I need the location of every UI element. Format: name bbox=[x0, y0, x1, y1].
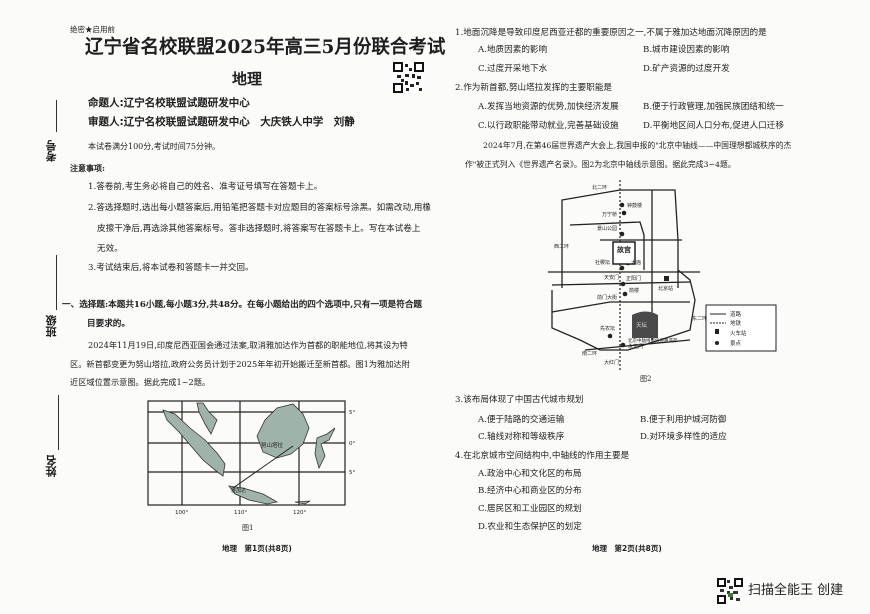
q3-option-b[interactable]: B.便于利用护城河防御 bbox=[640, 415, 727, 425]
note-2-cont: 皮擦干净后,再选涂其他答案标号。答非选择题时,将答案写在答题卡上。写在本试卷上 bbox=[97, 224, 421, 234]
jianlou-label: 箭楼 bbox=[629, 287, 639, 294]
page-2-footer: 地理 第2页(共8页) bbox=[592, 544, 662, 553]
legend-scenic: 景点 bbox=[730, 340, 742, 347]
setter: 命题人:辽宁名校联盟试题研发中心 bbox=[88, 97, 250, 109]
taimiao-label: 太庙 bbox=[631, 259, 641, 266]
landmass bbox=[162, 402, 336, 505]
west-ring-label: 西二环 bbox=[554, 244, 569, 250]
q2-option-c[interactable]: C.以行政职能带动就业,完善基础设施 bbox=[478, 121, 619, 131]
bell-drum-label: 钟鼓楼 bbox=[627, 202, 642, 209]
north-ring-label: 北二环 bbox=[592, 184, 607, 191]
roads bbox=[548, 189, 700, 351]
passage-1-line-1: 2024年11月19日,印度尼西亚国会通过法案,取消雅加达作为首都的职能地位,将… bbox=[88, 340, 408, 350]
qr-code bbox=[393, 62, 424, 93]
note-1: 1.答卷前,考生务必将自己的姓名、准考证号填写在答题卡上。 bbox=[88, 182, 323, 192]
q1-option-a[interactable]: A.地质因素的影响 bbox=[478, 45, 548, 55]
figure-2-map: 故宫 天坛 北二环 西二环 东二环 南二环 钟鼓楼 万宁桥 景山公园 社稷坛 太… bbox=[548, 180, 777, 370]
class-line bbox=[56, 255, 57, 310]
legend-road: 道路 bbox=[730, 310, 742, 318]
watermark-qr-icon bbox=[717, 578, 743, 604]
passage-1-line-2: 区。新首都变更为努山塔拉,政府公务员计划于2025年年初开始搬迁至新首都。图1为… bbox=[70, 359, 410, 369]
tiantan-area bbox=[632, 311, 658, 338]
subject-title: 地理 bbox=[232, 70, 263, 88]
q4-stem: 4.在北京城市空间结构中,中轴线的作用主要是 bbox=[455, 451, 630, 461]
name-label: 姓名 bbox=[45, 455, 58, 477]
watermark-text: 扫描全能王 创建 bbox=[748, 583, 844, 598]
q2-option-b[interactable]: B.便于行政管理,加强民族团结和统一 bbox=[643, 102, 784, 112]
xiannong-label: 先农坛 bbox=[600, 325, 615, 332]
jakarta-label: 雅加达 bbox=[231, 487, 246, 494]
lon-tick-110: 110° bbox=[234, 510, 247, 516]
passage-1-line-3: 近区域位置示意图。据此完成1~2题。 bbox=[70, 377, 211, 387]
yongdingmen-label: 永定门 bbox=[628, 343, 643, 350]
q4-option-a[interactable]: A.政治中心和文化区的布局 bbox=[478, 469, 582, 479]
passage-2-line-1: 2024年7月,在第46届世界遗产大会上,我国申报的"北京中轴线——中国理想都城… bbox=[483, 141, 792, 150]
q4-option-c[interactable]: C.居民区和工业园区的规划 bbox=[478, 504, 582, 514]
lon-tick-100: 100° bbox=[175, 510, 188, 516]
jingshan-label: 景山公园 bbox=[597, 225, 617, 232]
q1-stem: 1.地面沉降是导致印度尼西亚迁都的重要原因之一,不属于雅加达地面沉降原因的是 bbox=[455, 28, 767, 38]
scenic-points bbox=[607, 202, 669, 348]
note-2: 2.答选择题时,选出每小题答案后,用铅笔把答题卡对应题目的答案标号涂黑。如需改动… bbox=[88, 203, 431, 213]
east-ring-label: 东二环 bbox=[692, 315, 707, 322]
q3-stem: 3.该布局体现了中国古代城市规划 bbox=[455, 395, 584, 405]
figure-1-caption: 图1 bbox=[242, 524, 254, 532]
section-header-cont: 目要求的。 bbox=[87, 319, 130, 329]
south-relic-label: 北京中轴线南段道路遗存 bbox=[628, 337, 678, 344]
q4-option-d[interactable]: D.农业和生态保护区的划定 bbox=[478, 522, 582, 532]
page-1-footer: 地理 第1页(共8页) bbox=[222, 544, 292, 553]
tiananmen-label: 天安门 bbox=[604, 274, 619, 281]
south-ring-label: 南二环 bbox=[582, 350, 597, 357]
section-header: 一、选择题:本题共16小题,每小题3分,共48分。在每小题给出的四个选项中,只有… bbox=[62, 300, 423, 310]
legend: 道路 地铁 火车站 景点 bbox=[705, 304, 777, 352]
exam-info: 本试卷满分100分,考试时间75分钟。 bbox=[88, 142, 220, 151]
q1-option-b[interactable]: B.城市建设因素的影响 bbox=[643, 45, 730, 55]
nusantara-label: 努山塔拉 bbox=[261, 441, 284, 449]
lat-tick-5n: 5° bbox=[349, 410, 355, 416]
lat-tick-5s: 5° bbox=[349, 470, 355, 476]
q1-option-c[interactable]: C.过度开采地下水 bbox=[478, 64, 548, 74]
sheji-label: 社稷坛 bbox=[595, 259, 610, 266]
relocation-line bbox=[232, 445, 294, 489]
q3-option-d[interactable]: D.对环境多样性的适应 bbox=[640, 432, 727, 442]
exam-number-label: 考号 bbox=[45, 140, 58, 162]
figure-2-caption: 图2 bbox=[640, 375, 652, 383]
reviewer: 审题人:辽宁名校联盟试题研发中心 大庆铁人中学 刘静 bbox=[88, 116, 355, 128]
name-line bbox=[58, 395, 59, 450]
q2-stem: 2.作为新首都,努山塔拉发挥的主要职能是 bbox=[455, 83, 613, 93]
palace-label: 故宫 bbox=[617, 245, 631, 254]
tiantan-label: 天坛 bbox=[636, 322, 648, 329]
legend-station: 火车站 bbox=[730, 329, 747, 337]
note-3: 3.考试结束后,将本试卷和答题卡一并交回。 bbox=[88, 263, 254, 273]
lon-tick-120: 120° bbox=[293, 510, 306, 516]
exam-title: 辽宁省名校联盟2025年高三5月份联合考试 bbox=[85, 37, 446, 58]
q3-option-a[interactable]: A.便于陆路的交通运输 bbox=[478, 415, 565, 425]
class-label: 班级 bbox=[45, 315, 58, 337]
exam-number-line bbox=[56, 100, 57, 132]
secrecy-mark: 绝密★启用前 bbox=[70, 25, 115, 34]
dahongmen-label: 大红门 bbox=[604, 359, 619, 366]
station-label: 北京站 bbox=[658, 285, 673, 292]
q2-option-d[interactable]: D.平衡地区间人口分布,促进人口迁移 bbox=[643, 121, 784, 131]
zhengyangmen-label: 正阳门 bbox=[626, 275, 641, 282]
wanning-label: 万宁桥 bbox=[602, 211, 617, 218]
q2-option-a[interactable]: A.发挥当地资源的优势,加快经济发展 bbox=[478, 102, 619, 112]
passage-2-line-2: 作"被正式列入《世界遗产名录》。图2为北京中轴线示意图。据此完成3~4题。 bbox=[465, 160, 736, 169]
qianmen-label: 前门大街 bbox=[597, 294, 617, 301]
palace-box bbox=[612, 241, 636, 265]
notes-title: 注意事项: bbox=[70, 163, 105, 173]
legend-subway: 地铁 bbox=[730, 319, 742, 327]
q3-option-c[interactable]: C.轴线对称和等级秩序 bbox=[478, 432, 565, 442]
q4-option-b[interactable]: B.经济中心和商业区的分布 bbox=[478, 486, 582, 496]
note-2-end: 无效。 bbox=[97, 244, 123, 254]
lat-tick-0: 0° bbox=[349, 441, 355, 447]
q1-option-d[interactable]: D.矿产资源的过度开发 bbox=[643, 64, 730, 74]
figure-1-map: 努山塔拉 雅加达 5° 0° 5° 100° 110° 120° bbox=[147, 400, 355, 516]
